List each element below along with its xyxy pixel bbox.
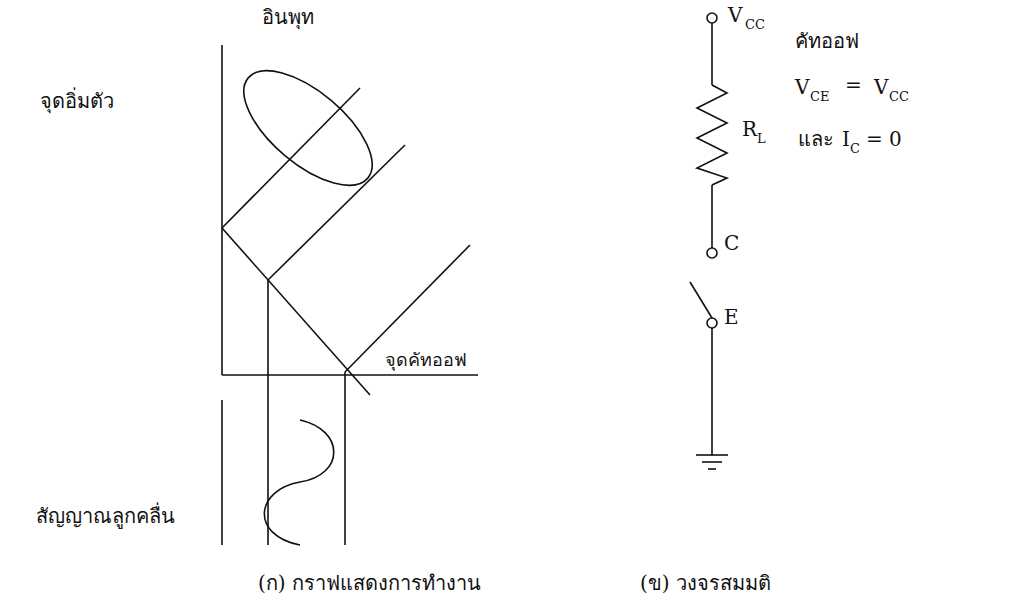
point-label: จุดอิ่มตัว [40,90,114,112]
symbol-text: V [728,4,742,26]
equation-text: และ [798,128,834,150]
wire [711,185,713,248]
projection-line [345,245,470,372]
axis-label: อินพุท [262,6,314,28]
pin-name: E [724,306,739,328]
subscript-text: L [757,132,766,146]
transfer-graph [222,45,478,545]
symbol-text: I [842,128,850,150]
wire [711,23,713,85]
projection-line [267,280,269,545]
terminal [707,318,717,328]
equation-text: = [845,74,862,96]
ground-symbol [702,461,722,463]
time-axis [221,400,223,545]
switch-blade [690,282,712,318]
state-label: คัทออฟ [795,30,859,52]
subscript-text: CC [889,90,909,104]
terminal [707,13,717,23]
equation-text: = 0 [866,128,902,150]
projection-line [222,88,360,228]
switch-circuit [690,13,728,469]
pin-name: C [724,232,739,254]
ground-symbol [708,468,716,470]
resistor-symbol [697,85,727,185]
figure-caption: (ก) กราฟแสดงการทำงาน [258,572,481,594]
figure-caption: (ข) วงจรสมมติ [640,572,771,594]
symbol-text: R [742,118,757,140]
subscript-text: CC [745,18,765,32]
terminal [707,248,717,258]
projection-line [344,372,346,545]
subscript-text: CE [810,90,829,104]
subscript-text: C [850,142,860,156]
point-label: จุดคัทออฟ [385,350,467,370]
wire [711,328,713,455]
ground-symbol [696,454,728,456]
y-axis [221,45,223,375]
symbol-text: V [795,76,809,98]
output-curve [225,50,391,205]
projection-line [268,145,405,280]
input-wave [264,420,333,545]
symbol-text: V [874,76,888,98]
signal-label: สัญญาณลูกคลื่น [36,505,175,527]
x-axis [222,374,478,376]
